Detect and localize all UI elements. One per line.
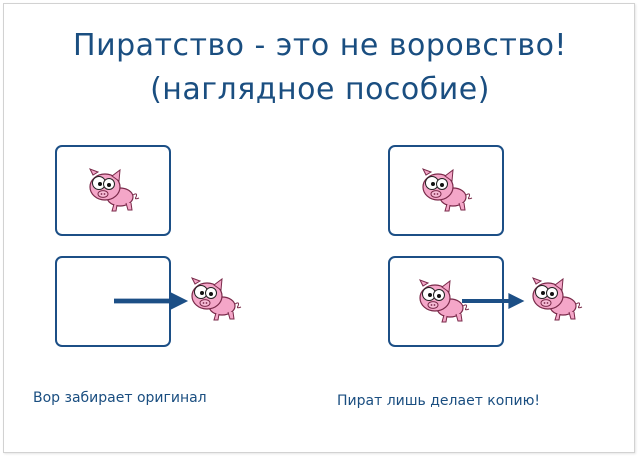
pig-icon xyxy=(417,167,477,215)
title-line-1: Пиратство - это не воровство! xyxy=(73,28,567,63)
caption-thief: Вор забирает оригинал xyxy=(33,390,207,406)
left-top-box xyxy=(55,145,171,236)
pig-icon xyxy=(186,276,246,324)
caption-pirate: Пират лишь делает копию! xyxy=(337,393,540,409)
arrow-right-icon xyxy=(462,289,526,313)
arrow-right-icon xyxy=(114,289,190,313)
right-top-box xyxy=(388,145,504,236)
pig-icon xyxy=(84,167,144,215)
title-line-2: (наглядное пособие) xyxy=(150,72,490,107)
pig-icon xyxy=(527,276,587,324)
